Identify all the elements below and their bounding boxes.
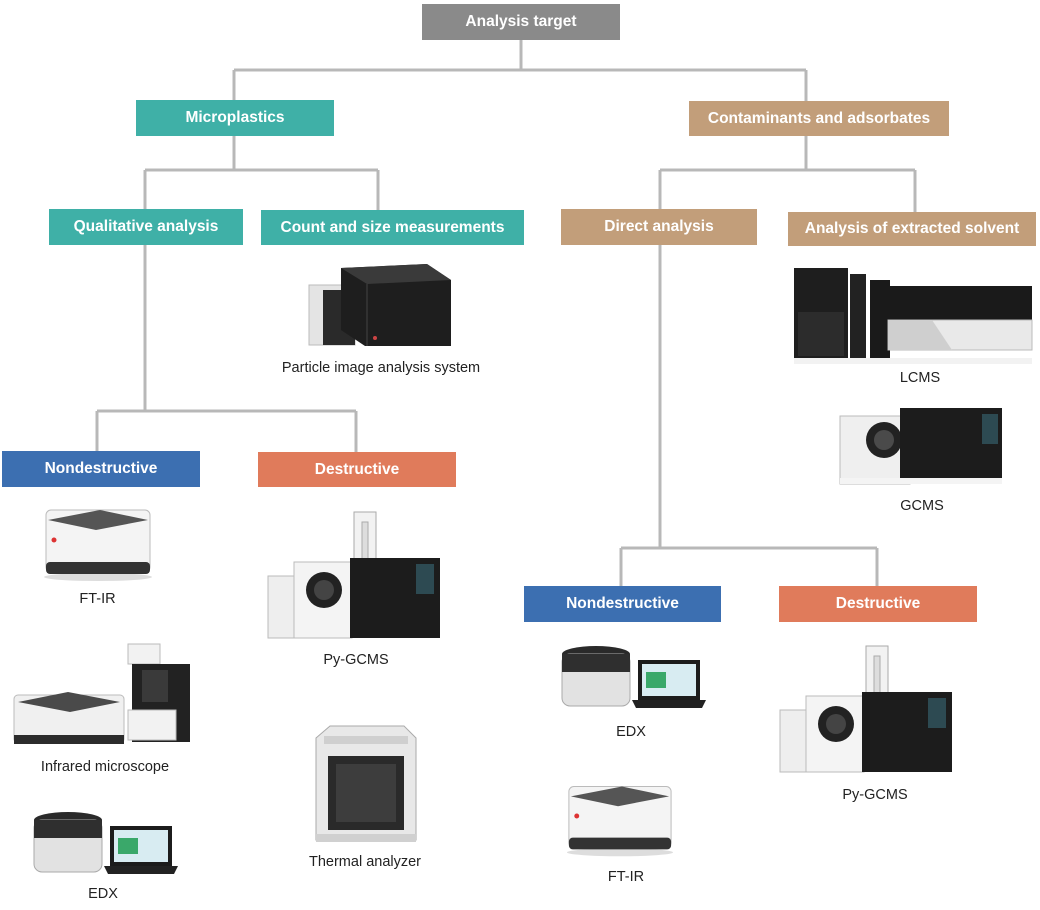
ca-destructive-label: Destructive: [835, 595, 921, 612]
microplastics-box: Microplastics: [136, 100, 334, 136]
ca-ftir-label: FT-IR: [607, 869, 645, 885]
mp-nondestructive-label: Nondestructive: [44, 460, 158, 477]
analysis-target-label: Analysis target: [465, 13, 577, 30]
analysis-target-box: Analysis target: [422, 4, 620, 40]
mp-nondestructive-box: Nondestructive: [2, 451, 200, 487]
count-size-box: Count and size measurements: [261, 210, 524, 245]
contaminants-box: Contaminants and adsorbates: [689, 101, 949, 136]
particle-analyzer-icon: [308, 264, 451, 346]
ca-destructive-box: Destructive: [779, 586, 977, 622]
particle-analyzer-label: Particle image analysis system: [281, 360, 481, 376]
infrared-microscope-label: Infrared microscope: [40, 759, 170, 775]
extracted-solvent-label: Analysis of extracted solvent: [804, 220, 1020, 237]
ca-pygcms-label: Py-GCMS: [842, 787, 908, 803]
lcms-icon: [794, 268, 1033, 364]
mp-ftir-label: FT-IR: [79, 591, 116, 607]
extracted-solvent-box: Analysis of extracted solvent: [788, 212, 1036, 246]
direct-analysis-label: Direct analysis: [604, 218, 714, 235]
ca-nondestructive-box: Nondestructive: [524, 586, 721, 622]
ca-edx-label: EDX: [616, 724, 646, 740]
edx-icon: [33, 812, 178, 874]
thermal-analyzer-label: Thermal analyzer: [308, 854, 421, 870]
gcms-icon: [839, 408, 1002, 485]
qualitative-analysis-label: Qualitative analysis: [73, 218, 219, 235]
thermal-analyzer-icon: [315, 725, 417, 842]
qualitative-analysis-box: Qualitative analysis: [49, 209, 243, 245]
direct-analysis-box: Direct analysis: [561, 209, 757, 245]
microplastics-label: Microplastics: [185, 109, 285, 126]
pygcms-icon: [267, 511, 440, 639]
count-size-label: Count and size measurements: [280, 218, 505, 236]
pygcms-icon: [779, 645, 952, 773]
infrared-microscope-icon: [13, 643, 190, 744]
ca-nondestructive-label: Nondestructive: [566, 595, 679, 612]
mp-destructive-box: Destructive: [258, 452, 456, 487]
mp-destructive-label: Destructive: [314, 460, 400, 478]
lcms-label: LCMS: [899, 370, 941, 386]
contaminants-label: Contaminants and adsorbates: [707, 109, 931, 127]
mp-edx-label: EDX: [88, 886, 118, 902]
gcms-label: GCMS: [900, 498, 944, 514]
ftir-icon: [566, 786, 674, 857]
edx-icon: [561, 646, 706, 708]
mp-pygcms-label: Py-GCMS: [323, 652, 389, 668]
ftir-icon: [44, 509, 152, 581]
